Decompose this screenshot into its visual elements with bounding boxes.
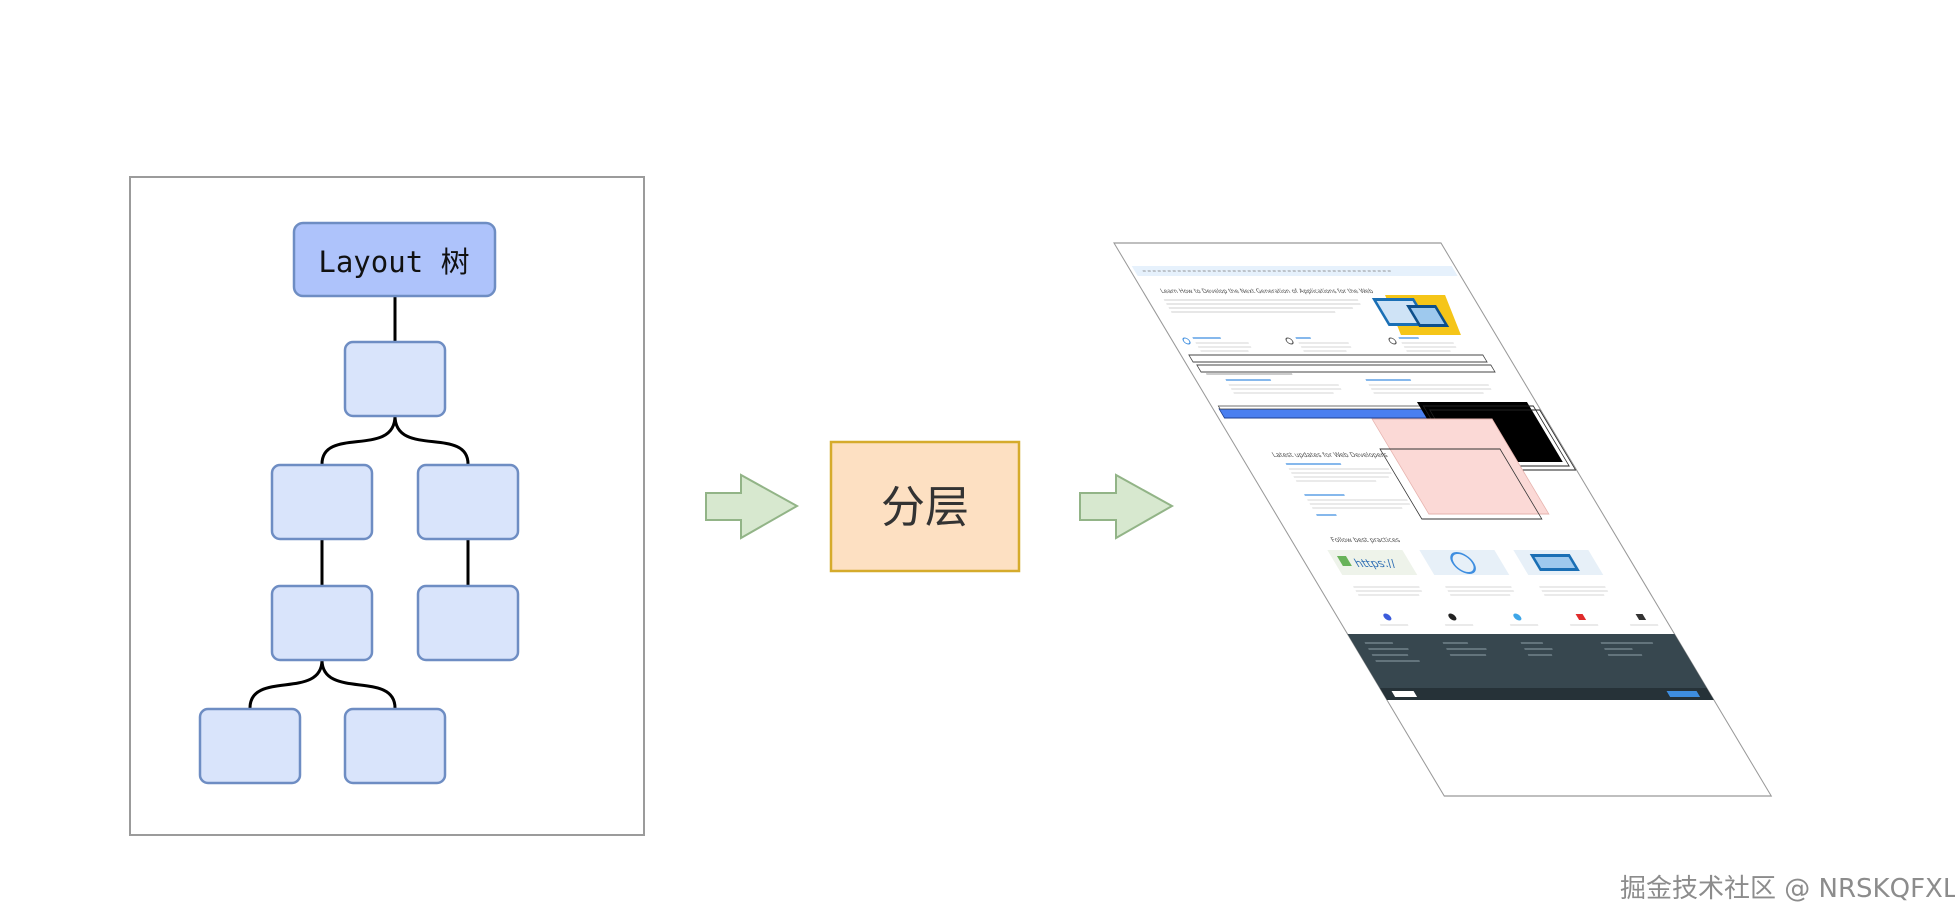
tree-node bbox=[343, 707, 447, 785]
page-headline: Learn How to Develop the Next Generation… bbox=[1159, 287, 1375, 294]
watermark: 掘金技术社区 @ NRSKQFXL bbox=[1620, 874, 1955, 904]
layering-process-box bbox=[829, 440, 1021, 573]
tree-node bbox=[270, 463, 374, 541]
social-icons-row bbox=[1383, 613, 1647, 621]
layout-tree-root-node bbox=[292, 221, 497, 298]
tree-node bbox=[416, 584, 520, 662]
tree-node bbox=[270, 584, 374, 662]
page-footer bbox=[1347, 634, 1707, 688]
best-practices-title: Follow best practices bbox=[1329, 536, 1402, 544]
layout-tree-root-label: Layout 树 bbox=[318, 245, 469, 279]
pink-composited-layer bbox=[1371, 418, 1550, 515]
latest-updates-title: Latest updates for Web Developers bbox=[1270, 451, 1390, 459]
layout-tree-panel: Layout 树 bbox=[129, 176, 645, 836]
right-arrow-icon bbox=[705, 473, 800, 540]
tree-node bbox=[343, 340, 447, 418]
layer-tree-preview: Learn How to Develop the Next Generation… bbox=[1113, 242, 1773, 797]
tree-node bbox=[198, 707, 302, 785]
tree-edges bbox=[248, 296, 470, 709]
right-arrow-icon bbox=[1079, 473, 1175, 540]
hero-devices-image bbox=[1371, 295, 1461, 335]
tree-node bbox=[416, 463, 520, 541]
composited-layer bbox=[1188, 354, 1488, 363]
composited-layer bbox=[1196, 364, 1496, 373]
https-card-text: https:// bbox=[1351, 557, 1399, 570]
layering-process-label: 分层 bbox=[881, 482, 969, 533]
featured-cards: https:// bbox=[1327, 550, 1604, 575]
